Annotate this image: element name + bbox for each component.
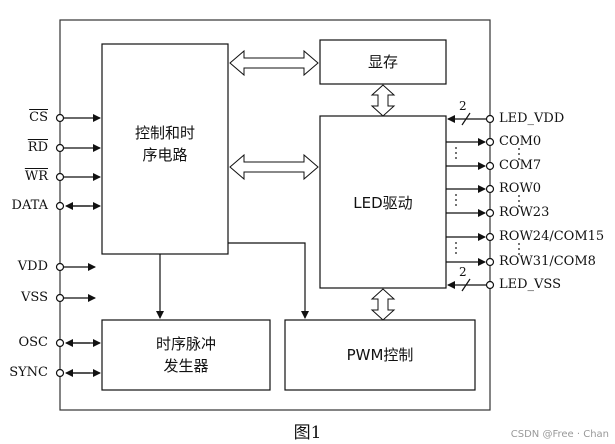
bus-arrow-driver-pwm xyxy=(370,288,396,321)
pwm-control-block xyxy=(284,319,476,391)
display-memory-label: 显存 xyxy=(367,53,398,71)
display-memory-block xyxy=(319,39,447,85)
pin-rd: RD xyxy=(27,140,48,155)
control-to-pwm-line xyxy=(228,242,309,319)
left-pin-lines xyxy=(55,113,101,378)
pin-row24-com15: ROW24/COM15 xyxy=(499,229,605,244)
watermark: CSDN @Free · Chan xyxy=(510,429,609,440)
pin-led-vss: LED_VSS xyxy=(499,277,562,292)
control-timing-block xyxy=(101,43,229,255)
right-pin-lines xyxy=(446,112,495,292)
pin-com7: COM7 xyxy=(499,158,542,173)
bus-width-bottom: 2 xyxy=(459,265,467,279)
pwm-control-label: PWM控制 xyxy=(346,346,414,364)
bus-arrow-memory-driver xyxy=(370,84,396,117)
ellipsis-dots xyxy=(455,147,520,255)
pin-data: DATA xyxy=(11,198,48,213)
bus-arrow-control-driver xyxy=(229,153,319,181)
bus-width-top: 2 xyxy=(459,99,467,113)
figure-caption: 图1 xyxy=(293,423,322,443)
timing-pulse-block xyxy=(101,319,271,391)
timing-pulse-label: 时序脉冲 发生器 xyxy=(155,335,216,375)
pin-row0: ROW0 xyxy=(499,181,542,196)
bus-arrow-control-memory xyxy=(229,49,319,77)
pin-led-vdd: LED_VDD xyxy=(499,111,565,126)
pin-row31-com8: ROW31/COM8 xyxy=(499,254,596,269)
pin-wr: WR xyxy=(24,169,48,184)
pin-vdd: VDD xyxy=(17,259,48,274)
pin-sync: SYNC xyxy=(9,365,48,380)
pin-com0: COM0 xyxy=(499,134,542,149)
pin-osc: OSC xyxy=(18,335,48,350)
pin-cs: CS xyxy=(29,110,48,125)
pin-vss: VSS xyxy=(21,290,48,305)
control-timing-label: 控制和时 序电路 xyxy=(134,124,195,164)
led-driver-label: LED驱动 xyxy=(353,194,413,212)
pin-row23: ROW23 xyxy=(499,205,550,220)
